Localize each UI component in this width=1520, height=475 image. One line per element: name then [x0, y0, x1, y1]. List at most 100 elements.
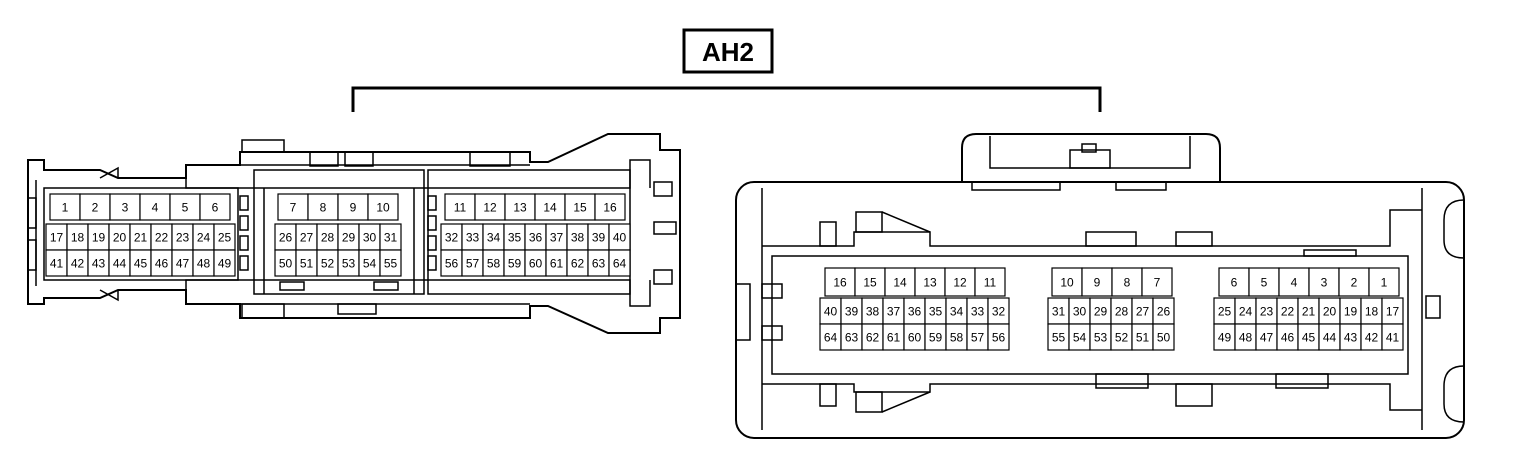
pin-label: 57 [466, 257, 480, 271]
right-pin-24: 24 [1234, 297, 1257, 325]
pin-cell [564, 193, 596, 221]
pin-label: 46 [1281, 331, 1295, 345]
connector-label-text: AH2 [702, 37, 754, 67]
left-pin-40: 40 [608, 223, 631, 251]
right-pin-8: 8 [1111, 267, 1143, 297]
pin-label: 22 [155, 231, 169, 245]
pin-label: 4 [1291, 276, 1298, 290]
right-pin-47: 47 [1255, 323, 1278, 351]
pin-cell [914, 267, 946, 297]
pin-label: 47 [1260, 331, 1274, 345]
pin-label: 51 [300, 257, 314, 271]
pin-label: 39 [592, 231, 606, 245]
left-pin-60: 60 [524, 249, 547, 277]
pin-label: 56 [445, 257, 459, 271]
pin-label: 59 [929, 331, 943, 345]
right-pin-21: 21 [1297, 297, 1320, 325]
pin-cell [49, 193, 81, 221]
pin-label: 5 [1261, 276, 1268, 290]
pin-cell [1111, 267, 1143, 297]
right-pin-59: 59 [924, 323, 947, 351]
left-pin-51: 51 [295, 249, 318, 277]
pin-label: 28 [321, 231, 335, 245]
left-pin-57: 57 [461, 249, 484, 277]
pin-label: 54 [363, 257, 377, 271]
right-pin-23: 23 [1255, 297, 1278, 325]
pin-label: 35 [929, 305, 943, 319]
pin-label: 61 [550, 257, 564, 271]
pin-label: 42 [71, 257, 85, 271]
pin-cell [1152, 323, 1175, 351]
right-pin-64: 64 [819, 323, 842, 351]
pin-cell [854, 267, 886, 297]
pin-label: 20 [1323, 305, 1337, 319]
pin-label: 30 [363, 231, 377, 245]
left-pin-36: 36 [524, 223, 547, 251]
pin-label: 52 [1115, 331, 1129, 345]
pin-label: 22 [1281, 305, 1295, 319]
right-pin-19: 19 [1339, 297, 1362, 325]
pin-label: 5 [182, 201, 189, 215]
pin-label: 45 [134, 257, 148, 271]
pin-label: 6 [1231, 276, 1238, 290]
left-pin-29: 29 [337, 223, 360, 251]
left-pin-4: 4 [139, 193, 171, 221]
pin-label: 16 [603, 201, 617, 215]
left-pin-43: 43 [87, 249, 110, 277]
right-pin-40: 40 [819, 297, 842, 325]
pin-label: 36 [908, 305, 922, 319]
right-pin-34: 34 [945, 297, 968, 325]
pin-label: 31 [1052, 305, 1066, 319]
left-pin-25: 25 [213, 223, 236, 251]
right-pin-35: 35 [924, 297, 947, 325]
pin-label: 10 [1060, 276, 1074, 290]
left-pin-31: 31 [379, 223, 402, 251]
left-pin-15: 15 [564, 193, 596, 221]
left-pin-1: 1 [49, 193, 81, 221]
right-pin-38: 38 [861, 297, 884, 325]
left-pin-50: 50 [274, 249, 297, 277]
pin-label: 23 [1260, 305, 1274, 319]
pin-cell [974, 267, 1006, 297]
right-pin-56: 56 [987, 323, 1010, 351]
right-pin-17: 17 [1381, 297, 1404, 325]
left-pin-20: 20 [108, 223, 131, 251]
pin-label: 7 [1154, 276, 1161, 290]
pin-label: 41 [50, 257, 64, 271]
connector-label: AH2 [682, 28, 774, 74]
pin-label: 15 [573, 201, 587, 215]
left-pin-62: 62 [566, 249, 589, 277]
pin-label: 12 [953, 276, 967, 290]
pin-label: 43 [92, 257, 106, 271]
left-pin-30: 30 [358, 223, 381, 251]
connector-bracket [351, 86, 1102, 112]
left-pin-12: 12 [474, 193, 506, 221]
pin-label: 60 [529, 257, 543, 271]
pin-label: 23 [176, 231, 190, 245]
pin-label: 38 [866, 305, 880, 319]
pin-label: 52 [321, 257, 335, 271]
left-pin-34: 34 [482, 223, 505, 251]
right-pin-31: 31 [1047, 297, 1070, 325]
left-pin-22: 22 [150, 223, 173, 251]
right-pin-26: 26 [1152, 297, 1175, 325]
pin-label: 24 [1239, 305, 1253, 319]
pin-label: 55 [384, 257, 398, 271]
right-pin-18: 18 [1360, 297, 1383, 325]
right-pin-14: 14 [884, 267, 916, 297]
right-pin-51: 51 [1131, 323, 1154, 351]
pin-label: 20 [113, 231, 127, 245]
pin-label: 56 [992, 331, 1006, 345]
pin-label: 50 [279, 257, 293, 271]
pin-label: 35 [508, 231, 522, 245]
pin-label: 63 [845, 331, 859, 345]
pin-cell [277, 193, 309, 221]
left-pin-26: 26 [274, 223, 297, 251]
pin-label: 53 [342, 257, 356, 271]
right-pin-45: 45 [1297, 323, 1320, 351]
left-pin-3: 3 [109, 193, 141, 221]
right-pin-3: 3 [1308, 267, 1340, 297]
pin-label: 64 [613, 257, 627, 271]
left-pin-61: 61 [545, 249, 568, 277]
